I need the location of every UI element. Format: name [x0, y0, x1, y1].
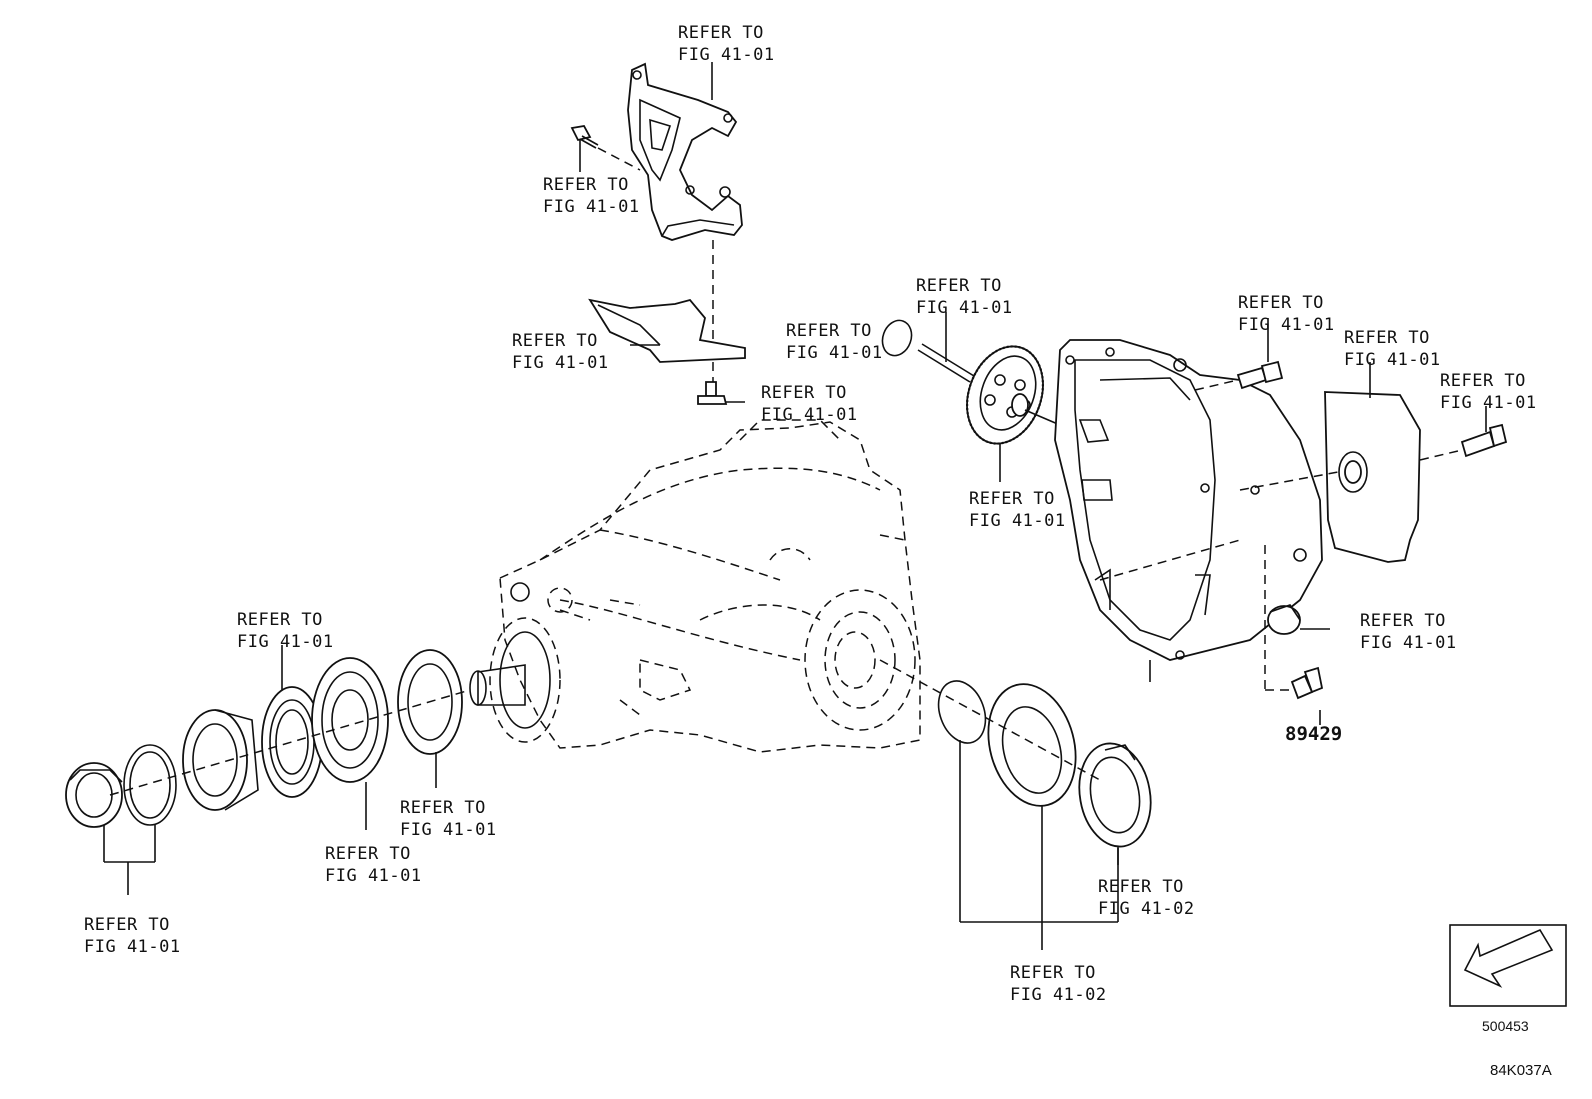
o-ring [937, 680, 987, 744]
drain-plug [1267, 604, 1330, 635]
side-oil-seal [987, 683, 1077, 807]
figure-code: 84K037A [1490, 1062, 1552, 1079]
o-ring-small [881, 319, 913, 357]
bracket-bolt [570, 125, 641, 172]
ring-gear [965, 345, 1081, 482]
cover-bolt [1194, 318, 1284, 391]
differential-carrier [499, 419, 921, 753]
pinion-flange [469, 582, 561, 743]
spacer-bearing [182, 709, 259, 811]
upper-bracket [627, 62, 743, 241]
pin-shaft [917, 312, 975, 383]
sensor-89429 [1264, 545, 1324, 725]
part-number-89429[interactable]: 89429 [1285, 723, 1343, 745]
oil-seal-large [311, 657, 389, 783]
orientation-box [1449, 924, 1567, 1007]
reference-code: 500453 [1482, 1018, 1529, 1034]
rear-cover [1054, 339, 1323, 682]
pinion-bearing [261, 686, 323, 798]
shield-bolt [697, 362, 745, 405]
dust-cover [1239, 362, 1421, 563]
washer [123, 744, 177, 826]
companion-nut [65, 762, 123, 828]
side-bearing-retainer [1078, 742, 1152, 848]
heat-shield [588, 298, 746, 363]
dust-cover-bolt [1419, 406, 1508, 461]
